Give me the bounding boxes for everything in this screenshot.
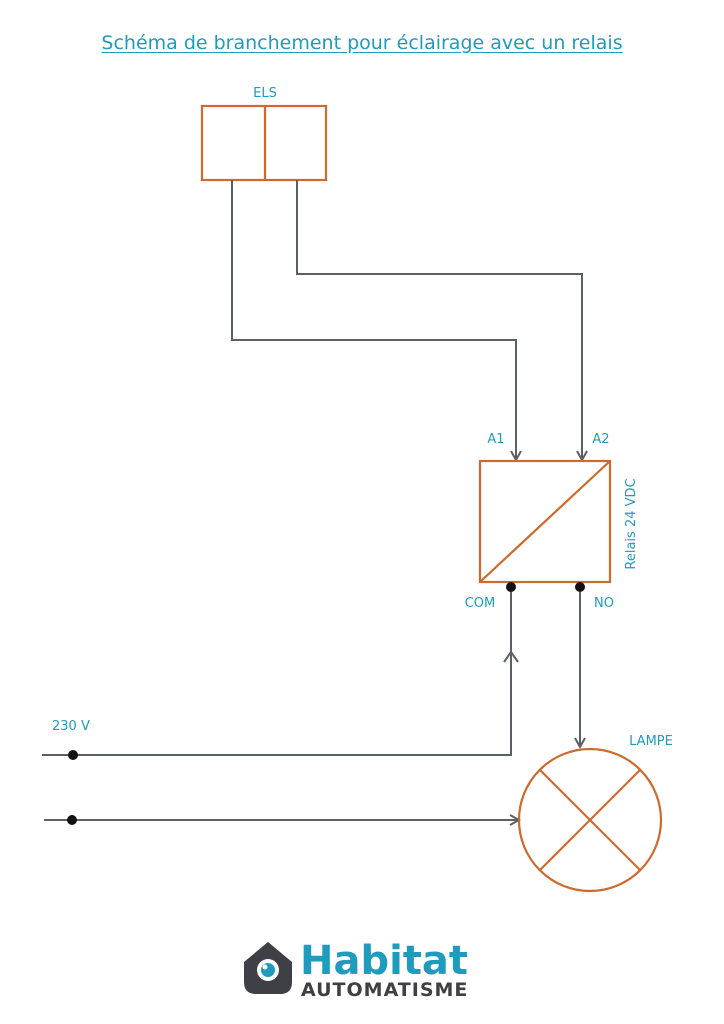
com-label: COM <box>465 596 496 611</box>
no-label: NO <box>594 596 614 611</box>
brand-name: Habitat <box>300 938 468 984</box>
relay <box>478 459 612 584</box>
els-label: ELS <box>253 86 277 101</box>
els-switch <box>200 104 328 182</box>
no-terminal <box>575 582 585 592</box>
lamp <box>517 747 663 893</box>
brand-logo: Habitat AUTOMATISME <box>244 938 468 1001</box>
arrow-com <box>503 650 519 663</box>
lamp-label: LAMPE <box>629 734 673 749</box>
house-icon <box>244 942 292 994</box>
wire-els-a1 <box>231 180 516 460</box>
brand-tagline: AUTOMATISME <box>301 979 468 1001</box>
a2-label: A2 <box>592 432 609 447</box>
wire-supply-com <box>73 652 512 756</box>
supply-node-2 <box>67 815 77 825</box>
voltage-label: 230 V <box>52 719 90 734</box>
com-terminal <box>506 582 516 592</box>
relay-label: Relais 24 VDC <box>624 478 639 569</box>
a1-label: A1 <box>487 432 504 447</box>
diagram-title: Schéma de branchement pour éclairage ave… <box>101 32 623 54</box>
supply-node-1 <box>68 750 78 760</box>
wire-els-a2 <box>296 180 582 460</box>
